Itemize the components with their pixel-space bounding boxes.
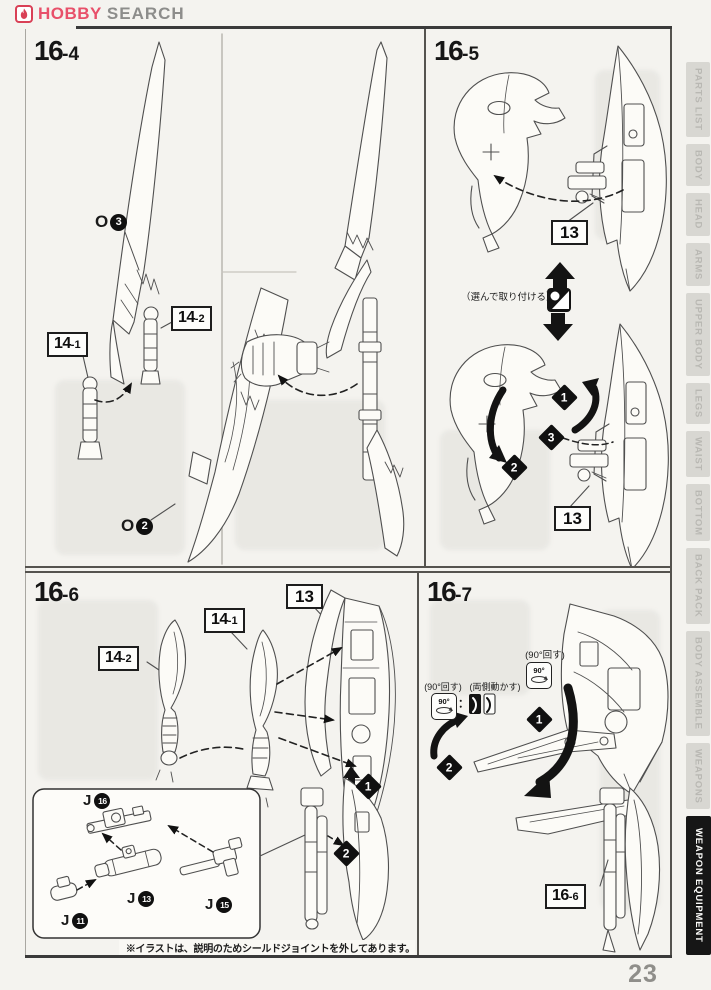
part-label-J13: J 13: [127, 890, 155, 907]
sidebar-tab-arms: ARMS: [686, 242, 710, 286]
step-16-4-illustration: [77, 33, 405, 565]
step-panel-16-4: 16-4 O 3 14-1 14-2 O 2: [25, 32, 425, 566]
part-label-O2: O 2: [121, 516, 154, 536]
move-both-sides-note: (両側動かす): [469, 682, 521, 692]
step-title-16-6: 16-6: [34, 576, 80, 607]
page-number: 23: [628, 960, 658, 988]
rotate-90-icon: 90°: [431, 693, 457, 720]
sidebar-tab-bottom: BOTTOM: [686, 483, 710, 542]
row-divider-a: [25, 566, 672, 568]
part-number-badge: 3: [110, 213, 128, 231]
scan-bleedthrough-blob: [38, 600, 158, 780]
callout-14-1: 14-1: [47, 332, 88, 357]
sidebar-tab-waist: WAIST: [686, 430, 710, 477]
sidebar-tab-upper-body: UPPER BODY: [686, 292, 710, 376]
callout-13: 13: [551, 220, 588, 245]
sidebar-tab-body-assemble: BODY ASSEMBLE: [686, 630, 710, 736]
callout-14-2: 14-2: [98, 646, 139, 671]
rotate-ellipse-glyph: [531, 675, 548, 683]
callout-13: 13: [554, 506, 591, 531]
scan-bleedthrough-blob: [55, 380, 185, 555]
rotate-90-icon: 90°: [526, 662, 552, 689]
step-16-6-illustration: [32, 589, 396, 941]
sidebar-tab-weapons: WEAPONS: [686, 742, 710, 810]
header-rule: [76, 26, 672, 29]
rotate-90-note-left: (90°回す): [424, 682, 462, 692]
logo-text-primary: HOBBY: [38, 4, 102, 23]
part-label-O3: O 3: [95, 212, 128, 232]
step-16-5-illustration: [449, 45, 669, 566]
frame-bottom-border: [25, 955, 672, 958]
divider-16-4-16-5: [424, 29, 426, 568]
part-number-badge: 16: [94, 792, 111, 809]
logo-text-secondary: SEARCH: [106, 4, 185, 23]
select-attach-note: （選んで取り付ける）: [461, 292, 556, 303]
row-divider-b: [25, 571, 672, 573]
frame-right-border: [670, 29, 672, 955]
icon-separator: ：: [458, 698, 469, 710]
callout-16-6: 16-6: [545, 884, 586, 909]
frame-left-border: [25, 29, 26, 955]
flame-icon: [15, 5, 33, 23]
part-label-J11: J 11: [61, 912, 89, 929]
sidebar-tab-head: HEAD: [686, 193, 710, 236]
hobby-search-logo: HOBBY SEARCH: [15, 4, 185, 24]
callout-13: 13: [286, 584, 323, 609]
sidebar-tab-body: BODY: [686, 143, 710, 187]
step-panel-16-6: 16-6 14-2 14-1 13 1 2 J 16 J 13 J 11 J 1…: [25, 572, 417, 955]
part-number-badge: 15: [216, 896, 233, 913]
step-title-16-7: 16-7: [427, 576, 473, 607]
step-panel-16-7: 16-7 (90°回す) 90° (90°回す) (両側動かす) 90° ： 1…: [418, 572, 671, 955]
rotate-90-note-top: (90°回す): [525, 650, 565, 661]
sidebar-tab-back-pack: BACK PACK: [686, 548, 710, 624]
part-number-badge: 13: [138, 890, 155, 907]
shield-joint-footnote: ※イラストは、説明のためシールドジョイントを外してあります。: [119, 940, 415, 955]
callout-14-1: 14-1: [204, 608, 245, 633]
step-panel-16-5: 16-5 13 （選んで取り付ける） 1 3 2 13: [425, 32, 671, 566]
sidebar-tab-legs: LEGS: [686, 382, 710, 424]
part-label-J15: J 15: [205, 896, 233, 913]
sidebar-tab-weapon-equipment: WEAPON EQUIPMENT: [686, 816, 711, 956]
part-label-J16: J 16: [83, 792, 111, 809]
sidebar-tab-parts-list: PARTS LIST: [686, 62, 710, 137]
divider-16-6-16-7: [417, 572, 419, 955]
scan-bleedthrough-blob: [430, 600, 530, 695]
part-number-badge: 11: [72, 912, 89, 929]
callout-14-2: 14-2: [171, 306, 212, 331]
rotate-ellipse-glyph: [436, 706, 453, 714]
part-number-badge: 2: [136, 517, 154, 535]
step-title-16-4: 16-4: [34, 35, 80, 66]
step-16-7-illustration: [430, 603, 669, 953]
section-index-sidebar: PARTS LIST BODY HEAD ARMS UPPER BODY LEG…: [686, 62, 711, 956]
step-title-16-5: 16-5: [434, 35, 480, 66]
